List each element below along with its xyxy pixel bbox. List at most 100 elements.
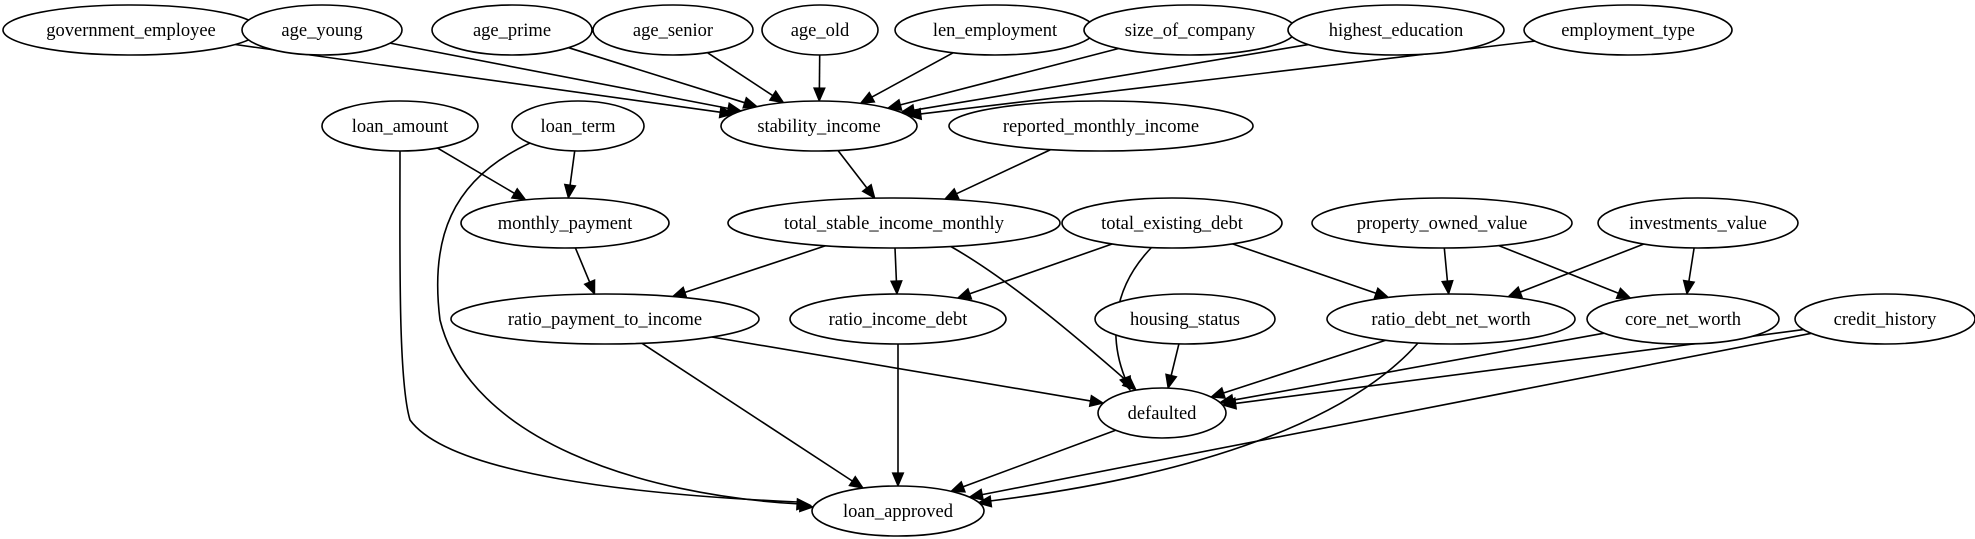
edge-line — [1170, 343, 1180, 376]
arrowhead-icon — [1615, 287, 1632, 299]
edge-line — [1223, 339, 1386, 394]
node-ellipse — [241, 4, 403, 56]
node-highest-education: highest_education — [1287, 4, 1505, 56]
edge-age-senior-to-stability-income — [706, 51, 785, 104]
arrowhead-icon — [859, 91, 876, 105]
arrowhead-icon — [718, 105, 735, 119]
edge-housing-status-to-defaulted — [1165, 343, 1180, 390]
node-age-senior: age_senior — [592, 4, 754, 56]
arrowhead-icon — [563, 183, 577, 200]
arrowhead-icon — [798, 499, 815, 513]
edge-line — [913, 43, 1309, 111]
edge-total-stable-income-monthly-to-ratio-income-debt — [889, 247, 903, 296]
edge-line — [235, 43, 721, 113]
arrowhead-icon — [1165, 373, 1178, 390]
node-stability-income: stability_income — [720, 100, 918, 152]
edge-ratio-payment-to-income-to-loan-approved — [641, 342, 865, 489]
edge-line — [711, 336, 1091, 402]
node-age-prime: age_prime — [431, 4, 593, 56]
node-age-old: age_old — [761, 4, 879, 56]
edge-line — [982, 332, 1812, 496]
arrowhead-icon — [949, 480, 967, 493]
arrowhead-icon — [861, 183, 876, 200]
node-ellipse — [1061, 197, 1283, 249]
edge-monthly-payment-to-ratio-payment-to-income — [574, 247, 596, 296]
node-ellipse — [1287, 4, 1505, 56]
node-label: employment_type — [1561, 21, 1695, 41]
node-label: len_employment — [933, 21, 1058, 41]
arrowhead-icon — [1221, 396, 1238, 410]
arrowhead-icon — [886, 98, 903, 111]
node-label: property_owned_value — [1357, 214, 1528, 234]
node-ellipse — [321, 100, 479, 152]
node-ellipse — [1597, 197, 1799, 249]
arrowhead-icon — [1119, 374, 1131, 392]
node-loan-amount: loan_amount — [321, 100, 479, 152]
node-label: defaulted — [1128, 404, 1198, 424]
edge-age-old-to-stability-income — [812, 54, 826, 103]
edge-line — [962, 429, 1116, 488]
node-label: ratio_payment_to_income — [508, 310, 702, 330]
arrowhead-icon — [510, 187, 527, 201]
edge-loan-amount-to-monthly-payment — [436, 147, 527, 201]
node-ellipse — [1094, 293, 1276, 345]
edge-line — [1443, 247, 1449, 282]
node-ellipse — [592, 4, 754, 56]
node-monthly-payment: monthly_payment — [460, 197, 670, 249]
node-ellipse — [727, 197, 1061, 249]
node-label: loan_amount — [352, 117, 449, 137]
node-label: housing_status — [1130, 310, 1240, 330]
edge-line — [969, 243, 1113, 295]
node-label: stability_income — [757, 117, 880, 137]
edge-line — [1688, 247, 1695, 282]
node-label: age_old — [791, 21, 850, 41]
arrowhead-icon — [768, 89, 785, 104]
arrowhead-icon — [1441, 279, 1454, 296]
arrowhead-icon — [1209, 386, 1227, 399]
edge-line — [956, 148, 1052, 195]
arrowhead-icon — [891, 472, 905, 488]
node-ellipse — [789, 293, 1007, 345]
node-ellipse — [1586, 293, 1780, 345]
node-label: loan_term — [540, 117, 616, 137]
arrowhead-icon — [1088, 394, 1105, 408]
arrowhead-icon — [726, 102, 743, 115]
arrowhead-icon — [812, 87, 826, 103]
node-reported-monthly-income: reported_monthly_income — [948, 100, 1254, 152]
edge-ratio-income-debt-to-loan-approved — [891, 344, 905, 488]
node-core-net-worth: core_net_worth — [1586, 293, 1780, 345]
arrowhead-icon — [967, 488, 985, 501]
node-label: reported_monthly_income — [1003, 117, 1199, 137]
edge-line — [894, 247, 898, 282]
node-ratio-payment-to-income: ratio_payment_to_income — [450, 293, 760, 345]
node-label: monthly_payment — [498, 214, 633, 234]
node-loan-term: loan_term — [511, 100, 645, 152]
edge-len-employment-to-stability-income — [859, 51, 954, 105]
edge-core-net-worth-to-defaulted — [1218, 332, 1605, 407]
node-investments-value: investments_value — [1597, 197, 1799, 249]
edge-defaulted-to-loan-approved — [949, 429, 1116, 493]
edge-ratio-debt-net-worth-to-defaulted — [1209, 339, 1386, 399]
node-employment-type: employment_type — [1523, 4, 1733, 56]
node-ellipse — [948, 100, 1254, 152]
edge-line — [436, 147, 515, 194]
edge-line — [1519, 243, 1645, 293]
node-label: size_of_company — [1125, 21, 1256, 41]
node-label: investments_value — [1629, 214, 1767, 234]
edge-property-owned-value-to-core-net-worth — [1498, 244, 1632, 299]
node-property-owned-value: property_owned_value — [1311, 197, 1573, 249]
node-ellipse — [1097, 387, 1227, 439]
edge-total-existing-debt-to-ratio-debt-net-worth — [1232, 243, 1390, 300]
arrowhead-icon — [943, 187, 960, 200]
edge-age-prime-to-stability-income — [568, 46, 759, 109]
edge-total-existing-debt-to-ratio-income-debt — [956, 243, 1113, 300]
edge-line — [569, 150, 576, 186]
edge-line — [706, 51, 774, 97]
node-label: age_prime — [473, 21, 551, 41]
edge-loan-term-to-monthly-payment — [563, 150, 577, 200]
edge-property-owned-value-to-ratio-debt-net-worth — [1441, 247, 1454, 296]
edge-ratio-payment-to-income-to-defaulted — [711, 336, 1105, 408]
node-ellipse — [450, 293, 760, 345]
edge-total-stable-income-monthly-to-ratio-payment-to-income — [671, 245, 826, 299]
